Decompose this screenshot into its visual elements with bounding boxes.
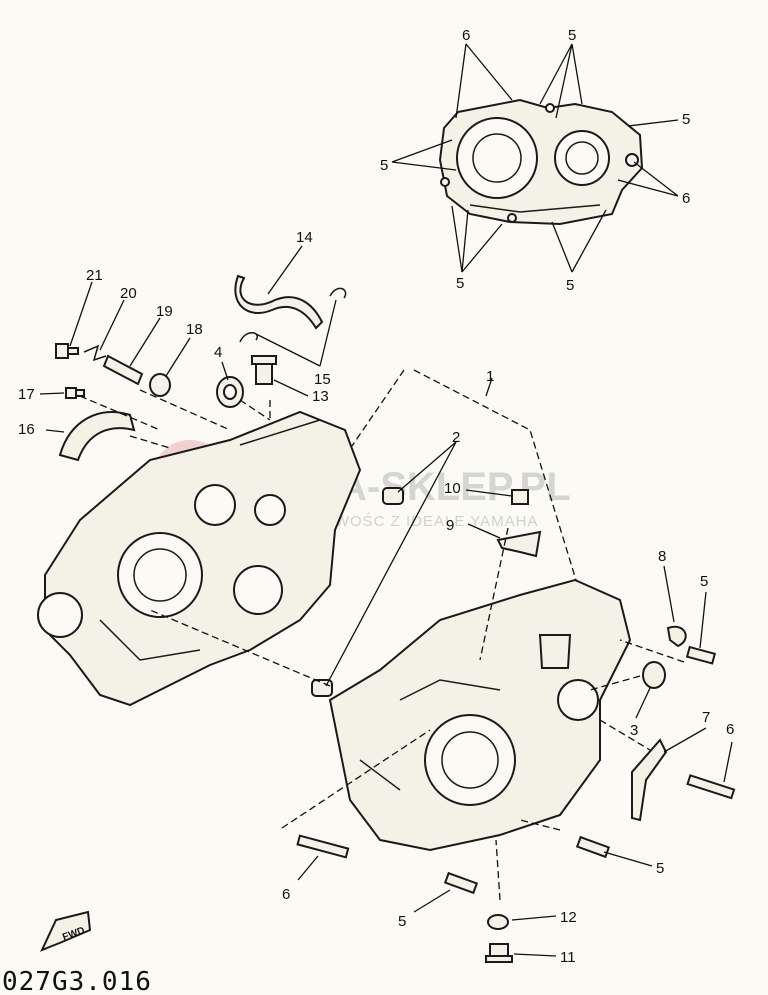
callout-5-bottom: 5	[656, 860, 664, 877]
callout-5-bottom-left: 5	[456, 275, 464, 292]
callout-5-top: 5	[568, 27, 576, 44]
part-washer-12	[487, 914, 509, 930]
callout-5-mid-right: 5	[700, 573, 708, 590]
part-bracket-7	[631, 738, 668, 822]
callout-6-top: 6	[462, 27, 470, 44]
callout-18: 18	[186, 321, 203, 338]
callout-6-bottom: 6	[282, 886, 290, 903]
callout-19: 19	[156, 303, 173, 320]
callout-6-mid-right: 6	[726, 721, 734, 738]
part-long-bolt-6-right	[686, 774, 736, 800]
part-cable-guide	[58, 410, 136, 462]
callout-20: 20	[120, 285, 137, 302]
callout-13: 13	[312, 388, 329, 405]
callout-5-bottom-right: 5	[566, 277, 574, 294]
callout-16: 16	[18, 421, 35, 438]
reference-code: 027G3.016	[2, 967, 152, 995]
part-bolt-21	[55, 343, 79, 359]
crankcase-right-half	[328, 578, 632, 852]
crankcase-top-view	[438, 98, 644, 226]
callout-8: 8	[658, 548, 666, 565]
callout-6-right: 6	[682, 190, 690, 207]
forward-arrow-icon: FWD	[40, 910, 92, 952]
callouts: 6 5 5 5 6 5 5 14 21 20 19 18 4 15 13 17 …	[18, 27, 734, 966]
part-bracket-9	[496, 530, 542, 558]
callout-1: 1	[486, 368, 494, 385]
callout-12: 12	[560, 909, 577, 926]
part-oil-seal	[216, 376, 244, 408]
part-collar	[149, 373, 171, 397]
callout-9: 9	[446, 517, 454, 534]
part-clip	[83, 344, 107, 362]
watermark-tagline: OJCIOWOŚC Z IDEALE YAMAHA	[284, 512, 538, 530]
assembly-lines	[79, 369, 685, 901]
part-hose-clips	[239, 287, 347, 343]
callout-5-right: 5	[682, 111, 690, 128]
callout-5-left: 5	[380, 157, 388, 174]
part-plate	[102, 354, 144, 386]
part-bolt-right-5	[685, 645, 717, 665]
part-screw-10	[511, 489, 529, 505]
part-plug-11	[485, 943, 513, 963]
leader-lines	[39, 43, 733, 957]
callout-7: 7	[702, 709, 710, 726]
callout-21: 21	[86, 267, 103, 284]
crankcase-left-half	[37, 410, 362, 707]
part-long-bolt-6-left	[296, 834, 350, 859]
part-seal-3	[642, 661, 666, 689]
callout-4: 4	[214, 344, 222, 361]
part-bolt-5-low	[443, 871, 479, 895]
watermark-brand: A-SKLEP.PL	[338, 465, 571, 509]
part-bolt-5-mid	[575, 835, 611, 859]
part-breather-fitting	[251, 355, 277, 385]
part-breather-hose	[234, 274, 324, 330]
callout-2: 2	[452, 429, 460, 446]
part-dowel-lower	[311, 679, 333, 697]
part-clamp-8	[666, 625, 687, 648]
callout-17: 17	[18, 386, 35, 403]
callout-10: 10	[444, 480, 461, 497]
callout-5-low: 5	[398, 913, 406, 930]
callout-3: 3	[630, 722, 638, 739]
callout-15: 15	[314, 371, 331, 388]
callout-11: 11	[560, 949, 576, 966]
callout-14: 14	[296, 229, 313, 246]
